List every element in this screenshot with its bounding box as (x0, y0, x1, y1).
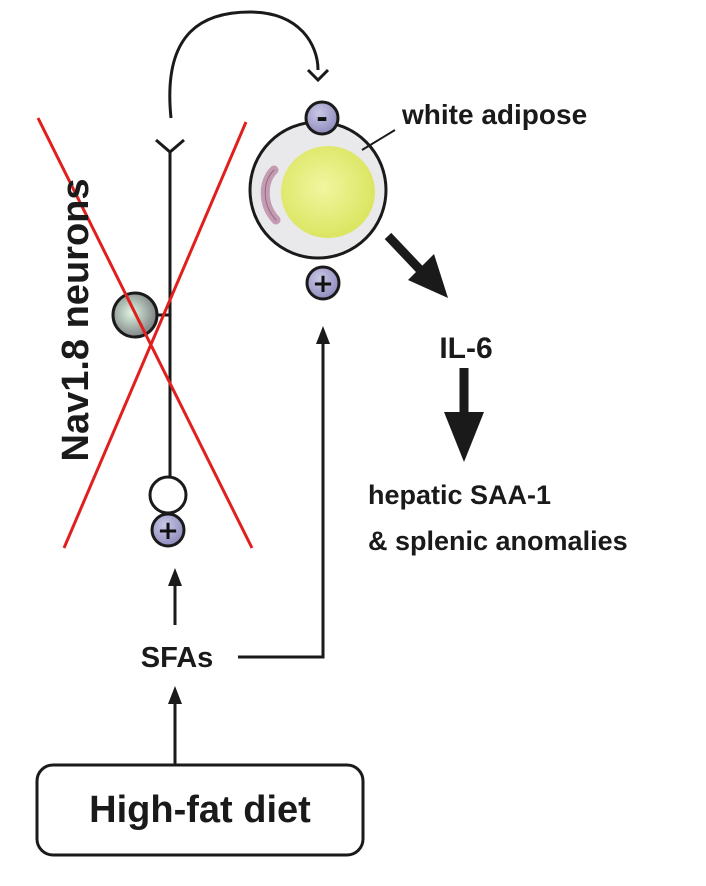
neuron-terminal-plus-sign: + (157, 516, 179, 546)
adipose-lipid-droplet (281, 146, 375, 238)
high-fat-diet-label: High-fat diet (89, 789, 311, 831)
neuron-to-adipose-curved-connector (168, 10, 320, 119)
sfas-to-neuron-arrow-head (168, 568, 182, 586)
neuron-terminal-receptor (150, 512, 186, 548)
adipose-plus-sign: + (312, 269, 334, 299)
sfas-to-adipose-arrow-head (316, 326, 330, 344)
neuron-terminal-vesicle (148, 475, 188, 515)
white-adipose-label: white adipose (401, 99, 587, 130)
il6-to-outcome-arrow-head (444, 412, 484, 462)
adipose-inhibitory-terminal-chevron (306, 68, 330, 83)
il6-label: IL-6 (439, 332, 492, 365)
red-cross-stroke-2 (62, 121, 248, 549)
sfas-to-adipose-connector (238, 340, 325, 659)
splenic-anomalies-label: & splenic anomalies (368, 526, 628, 556)
adipose-to-il6-arrow-shaft (384, 232, 429, 279)
adipose-to-il6-arrow-head (408, 254, 448, 298)
high-fat-diet-box (35, 763, 365, 857)
diet-to-sfas-arrow-head (168, 686, 182, 704)
sfas-label: SFAs (141, 642, 214, 674)
adipose-excitatory-receptor (305, 265, 341, 301)
adipose-minus-sign: - (316, 101, 328, 134)
adipose-inhibitory-receptor (304, 100, 340, 136)
white-adipose-pointer-line (361, 129, 396, 151)
nav18-neurons-label: Nav1.8 neurons (55, 179, 97, 462)
adipose-nucleus-outline (264, 169, 277, 221)
hepatic-saa1-label: hepatic SAA-1 (368, 480, 551, 510)
red-cross-stroke-1 (36, 117, 254, 549)
neuron-dendrite-fork (155, 138, 185, 154)
